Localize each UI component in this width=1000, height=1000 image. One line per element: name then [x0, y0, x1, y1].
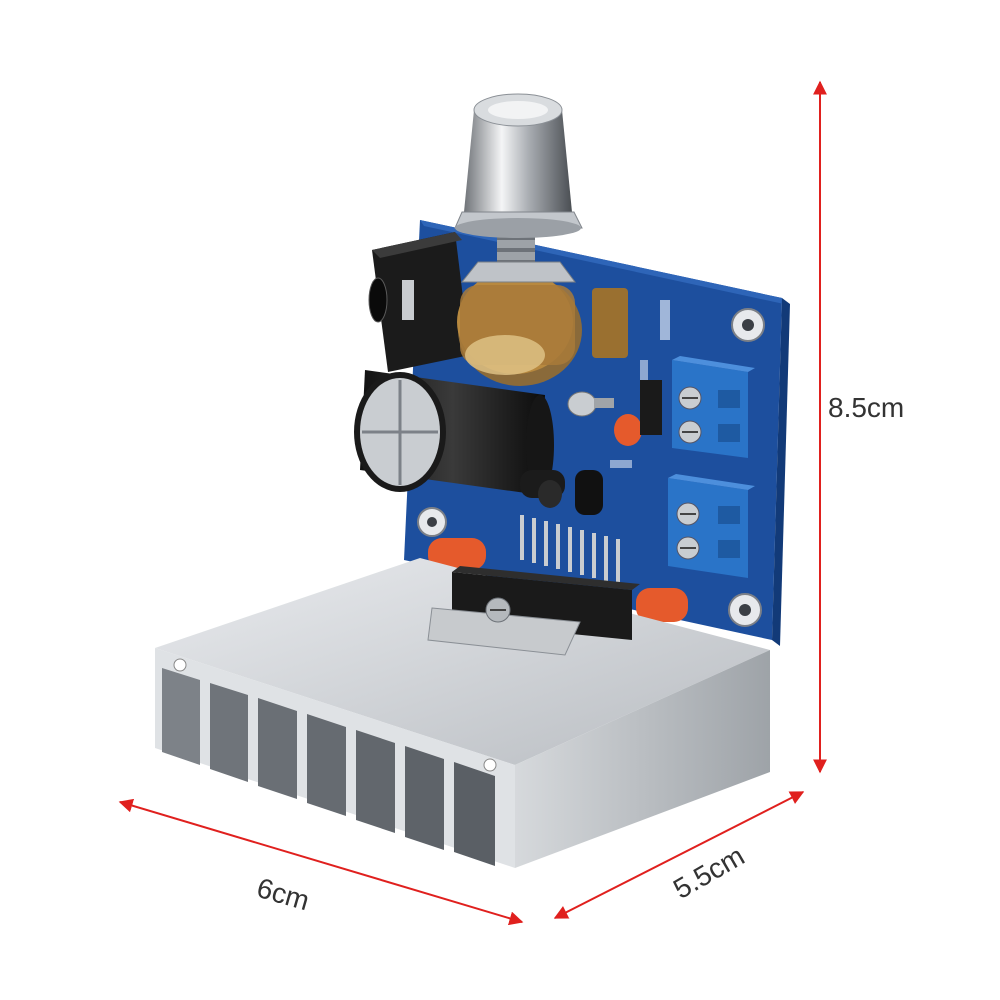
- volume-knob-icon: [454, 93, 583, 238]
- audio-jack: [368, 232, 470, 372]
- height-label: 8.5cm: [828, 392, 905, 423]
- depth-arrow: [553, 791, 805, 919]
- terminal-block-power: [672, 356, 755, 458]
- amplifier-ic: [427, 515, 640, 656]
- width-arrow: [118, 798, 524, 926]
- potentiometer: [457, 270, 628, 386]
- terminal-block-speaker: [668, 474, 755, 578]
- small-components: [520, 380, 662, 515]
